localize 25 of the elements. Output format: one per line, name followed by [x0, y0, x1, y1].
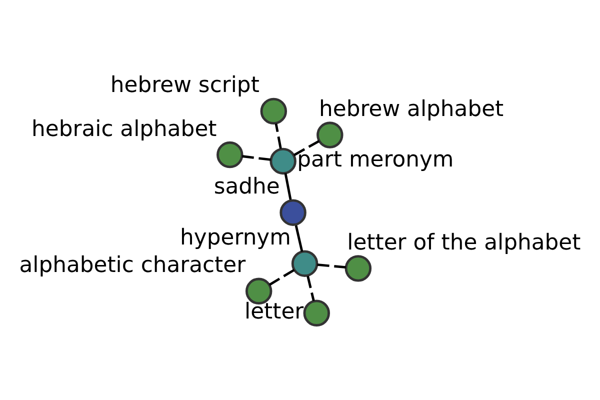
node-circle [344, 255, 372, 282]
node-circle [260, 98, 288, 125]
node-label: part meronym [297, 148, 454, 173]
node-label: alphabetic character [19, 253, 246, 278]
connector [268, 268, 295, 286]
node-label: letter [244, 299, 304, 324]
node-label: letter of the alphabet [347, 230, 581, 256]
connector [306, 276, 315, 302]
node-circle [280, 199, 306, 226]
connector [317, 264, 346, 269]
node-label: hebrew script [110, 73, 260, 98]
node-circle [216, 141, 244, 168]
connector [242, 155, 271, 161]
connector [284, 173, 292, 200]
connector [294, 225, 304, 252]
node-circle [316, 122, 344, 148]
node-label: hypernym [180, 226, 291, 251]
node-circle [291, 250, 318, 277]
node-label: sadhe [214, 174, 280, 200]
connector [293, 140, 320, 156]
node-circle [270, 148, 296, 175]
node-circle [303, 300, 330, 326]
node-label: hebraic alphabet [32, 116, 217, 142]
node-label: hebrew alphabet [319, 97, 504, 122]
connector [274, 123, 282, 149]
